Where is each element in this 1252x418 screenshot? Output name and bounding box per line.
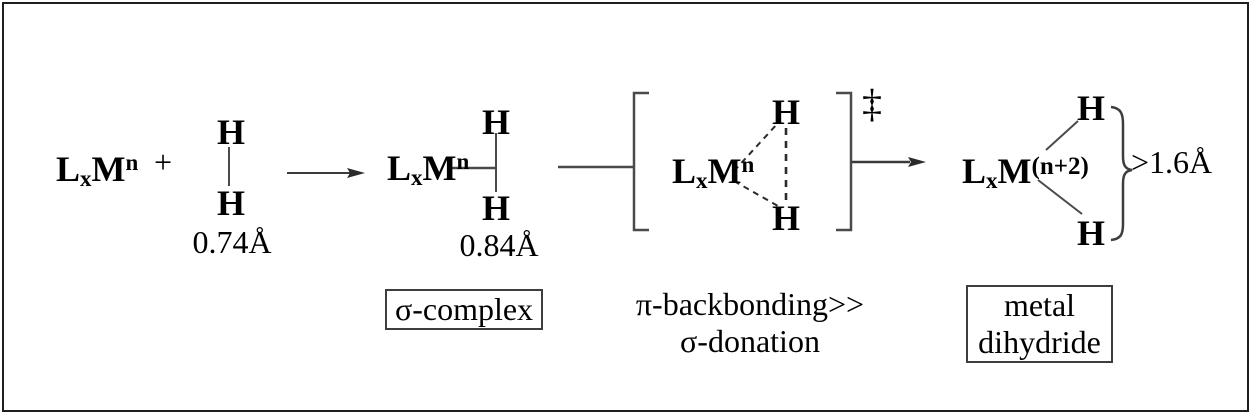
reactant-metal-formula: LxMn [56, 145, 138, 197]
ligand-symbol: L [387, 148, 412, 188]
product-mh-bond-upper [1045, 120, 1079, 151]
oxidation-state-superscript: n [741, 152, 755, 177]
sigma-complex-bottom-h: H [481, 188, 510, 228]
caption-line-2: dihydride [978, 324, 1101, 360]
bracket-left [632, 91, 649, 232]
sigma-complex-bond-length: 0.84Å [459, 227, 539, 263]
ligand-symbol: L [962, 151, 987, 191]
metal-symbol: M [997, 151, 1032, 191]
product-bottom-h: H [1076, 213, 1105, 253]
transition-state-caption: π-backbonding>>σ-donation [625, 286, 875, 360]
plus-sign: + [154, 144, 173, 180]
metal-dihydride-formula: LxM(n+2) [962, 149, 1089, 199]
ligand-count-subscript: x [80, 166, 92, 191]
product-top-h: H [1076, 88, 1105, 128]
transition-state-formula: LxMn [672, 147, 754, 199]
product-mh-bond-lower [1037, 179, 1083, 215]
ligand-symbol: L [672, 151, 697, 191]
reaction-arrow-1 [287, 168, 365, 178]
metal-symbol: M [91, 149, 126, 189]
free-h2-bond-length: 0.74Å [192, 224, 272, 260]
sigma-complex-formula: LxMn [387, 144, 469, 196]
hh-distance-brace [1110, 105, 1133, 242]
ligand-count-subscript: x [986, 168, 998, 193]
ts-dashed-bond-lower [733, 180, 779, 207]
metal-symbol: M [422, 148, 457, 188]
transition-state-bottom-h: H [771, 198, 800, 238]
double-dagger-symbol: ‡ [862, 81, 882, 126]
metal-symbol: M [707, 151, 742, 191]
caption-line-1: metal [1003, 287, 1076, 323]
figure-border [2, 2, 1249, 412]
caption-line-2: σ-donation [680, 323, 820, 359]
free-h2-bottom-h: H [216, 183, 245, 223]
ligand-count-subscript: x [411, 165, 423, 190]
ligand-symbol: L [56, 149, 81, 189]
hh-distance-label: >1.6Å [1131, 144, 1213, 180]
oxidation-state-superscript: n [456, 149, 470, 174]
oxidation-state-superscript: (n+2) [1031, 153, 1089, 180]
sigma-complex-caption: σ-complex [385, 289, 543, 330]
oxidation-state-superscript: n [125, 150, 139, 175]
free-h2-top-h: H [216, 112, 245, 152]
ligand-count-subscript: x [696, 168, 708, 193]
caption-line-1: π-backbonding>> [635, 286, 865, 322]
transition-state-top-h: H [771, 92, 800, 132]
reaction-arrow-2 [852, 157, 926, 167]
sigma-complex-top-h: H [481, 102, 510, 142]
bracket-right [836, 91, 853, 232]
